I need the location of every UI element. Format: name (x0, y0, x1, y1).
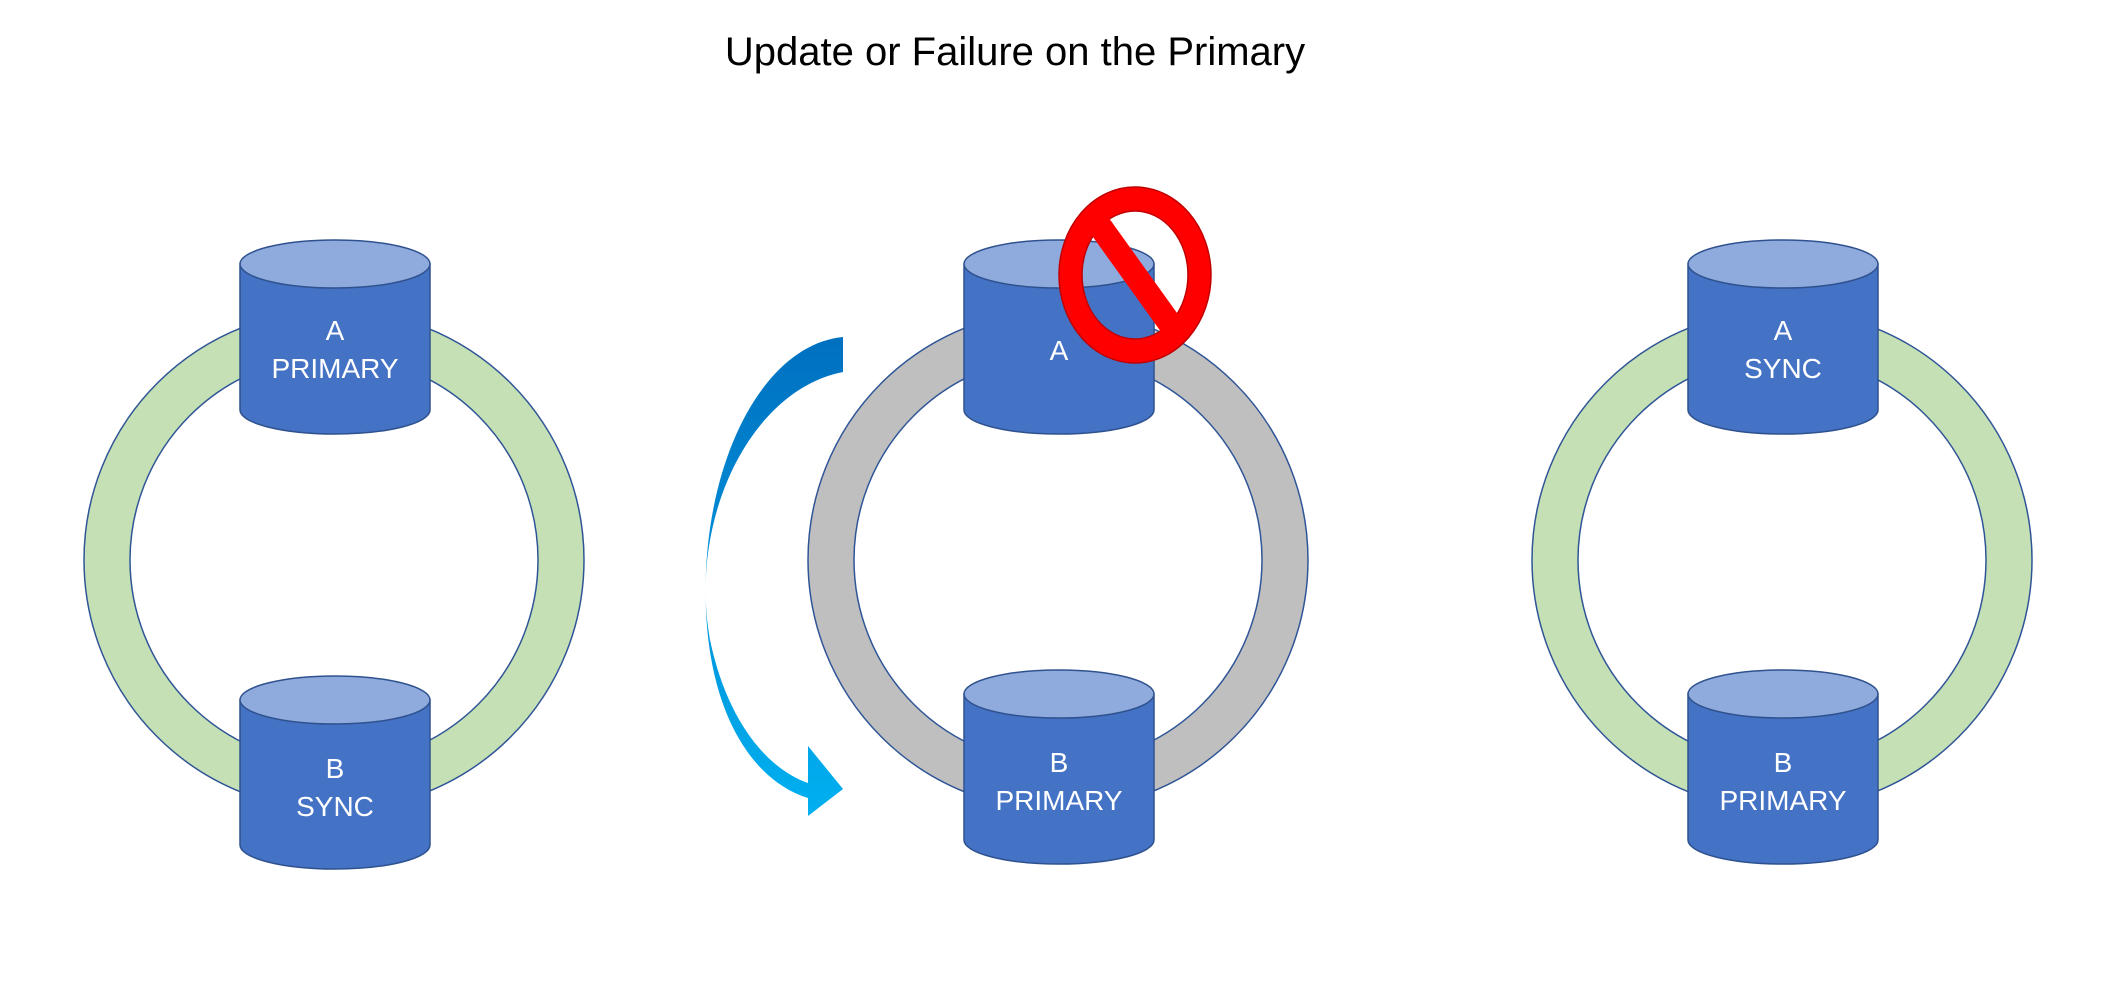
replication-ring (1531, 309, 2033, 811)
panel-3: A SYNC B PRIMARY (1531, 239, 2033, 865)
database-a-name: A (1774, 315, 1793, 346)
database-cylinder-top (239, 675, 431, 725)
replication-ring (83, 309, 585, 811)
prohibited-icon (1058, 186, 1212, 364)
database-cylinder-top (1687, 239, 1879, 289)
database-b: B SYNC (239, 675, 431, 870)
database-a: A SYNC (1687, 239, 1879, 435)
database-cylinder-body (1687, 263, 1879, 435)
panel-1: A PRIMARY B SYNC (83, 239, 585, 870)
replication-ring (807, 309, 1309, 811)
database-cylinder-body (1687, 693, 1879, 865)
database-b: B PRIMARY (963, 669, 1155, 865)
database-cylinder-top (963, 669, 1155, 719)
database-b-name: B (1050, 747, 1069, 778)
database-cylinder-body (239, 699, 431, 870)
database-a-role: PRIMARY (271, 353, 398, 384)
database-b-role: SYNC (296, 791, 374, 822)
database-b: B PRIMARY (1687, 669, 1879, 865)
database-cylinder-body (963, 263, 1155, 435)
database-cylinder-body (239, 263, 431, 435)
database-b-name: B (326, 753, 345, 784)
panel-2: A B PRIMARY (705, 186, 1309, 865)
database-cylinder-body (963, 693, 1155, 865)
database-cylinder-top (239, 239, 431, 289)
database-a-name: A (326, 315, 345, 346)
database-a: A PRIMARY (239, 239, 431, 435)
diagram-title: Update or Failure on the Primary (724, 30, 1306, 74)
database-a-name: A (1050, 335, 1069, 366)
database-b-name: B (1774, 747, 1793, 778)
database-a-role: SYNC (1744, 353, 1822, 384)
database-b-role: PRIMARY (995, 785, 1122, 816)
database-b-role: PRIMARY (1719, 785, 1846, 816)
database-cylinder-top (1687, 669, 1879, 719)
